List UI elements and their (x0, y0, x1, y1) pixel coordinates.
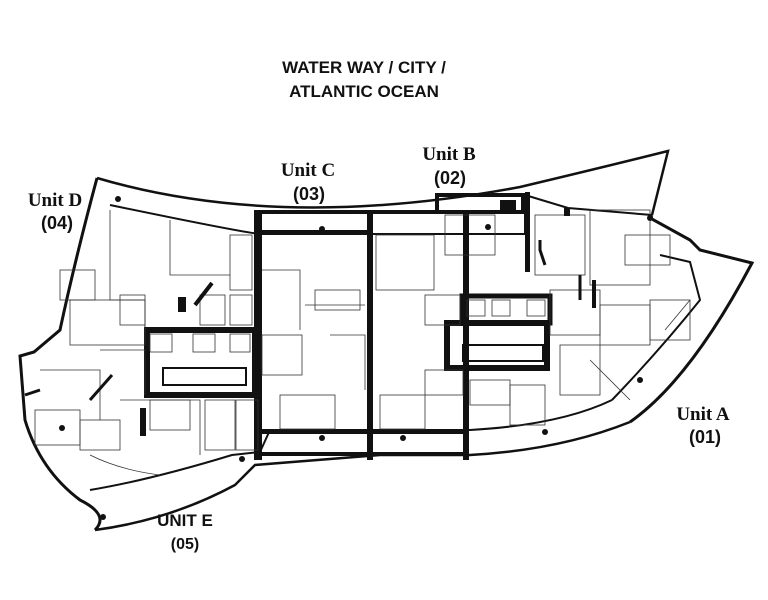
structural-columns (59, 196, 653, 520)
orientation-label-line1: WATER WAY / CITY / (282, 58, 446, 77)
unit-c-name: Unit C (281, 160, 335, 181)
unit-label-d: Unit D (04) (28, 190, 82, 233)
interior-partitions (34, 209, 691, 476)
unit-label-c: Unit C (03) (281, 160, 335, 204)
unit-c-number: (03) (293, 184, 325, 204)
unit-label-b: Unit B (02) (422, 144, 476, 188)
unit-a-name: Unit A (676, 404, 730, 425)
core-east (444, 293, 553, 371)
unit-b-number: (02) (434, 168, 466, 188)
structural-walls (24, 200, 596, 436)
unit-e-name: UNIT E (157, 511, 213, 530)
unit-label-e: UNIT E (05) (157, 511, 213, 553)
unit-e-number: (05) (171, 536, 199, 553)
unit-d-name: Unit D (28, 190, 82, 211)
core-west (144, 327, 258, 398)
unit-b-entry-bay (435, 193, 525, 256)
building-outline (18, 149, 755, 532)
unit-label-a: Unit A (01) (676, 404, 730, 447)
unit-a-number: (01) (689, 427, 721, 447)
unit-b-name: Unit B (422, 144, 476, 165)
orientation-label-line2: ATLANTIC OCEAN (289, 82, 439, 101)
unit-d-number: (04) (41, 213, 73, 233)
